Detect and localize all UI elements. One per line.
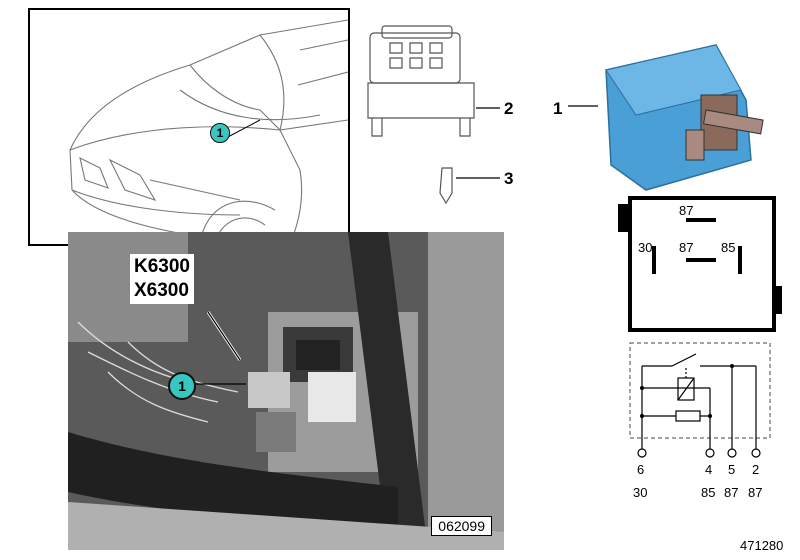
terminal-85: 85 <box>701 485 716 500</box>
schematic-pin-6: 6 <box>637 462 645 477</box>
photo-callout-number: 1 <box>178 378 186 394</box>
component-id-x6300: X6300 <box>134 280 189 301</box>
photo-illustration <box>68 232 504 550</box>
relay-photo-drawing <box>568 44 764 191</box>
terminal-87b: 87 <box>748 485 763 500</box>
callout-leader <box>225 119 261 139</box>
pin-85: 85 <box>721 240 736 255</box>
pin-30: 30 <box>638 240 653 255</box>
part-number-3: 3 <box>504 169 514 188</box>
callout-number: 1 <box>216 126 224 140</box>
terminal-30: 30 <box>633 485 648 500</box>
schematic-pin-5: 5 <box>728 462 736 477</box>
photo-reference-number: 062099 <box>431 516 492 536</box>
relay-socket-and-terminal-drawing <box>367 25 500 205</box>
installation-photo: 1 062099 <box>68 232 504 550</box>
vehicle-line-drawing <box>69 19 349 245</box>
part-number-2: 2 <box>504 99 514 118</box>
diagram-id: 471280 <box>740 538 784 553</box>
part-number-1: 1 <box>553 99 563 118</box>
vehicle-overview-panel: 1 <box>28 8 350 246</box>
schematic-pin-4: 4 <box>705 462 713 477</box>
photo-callout-badge: 1 <box>168 372 196 400</box>
component-id-k6300: K6300 <box>134 256 190 277</box>
pin-87-top: 87 <box>679 203 694 218</box>
relay-schematic <box>629 342 771 458</box>
schematic-pin-2: 2 <box>752 462 760 477</box>
component-id-labels: K6300 X6300 <box>130 254 194 304</box>
terminal-87a: 87 <box>724 485 739 500</box>
relay-face-diagram <box>618 196 782 332</box>
pin-87-center: 87 <box>679 240 694 255</box>
callout-badge: 1 <box>210 123 230 143</box>
